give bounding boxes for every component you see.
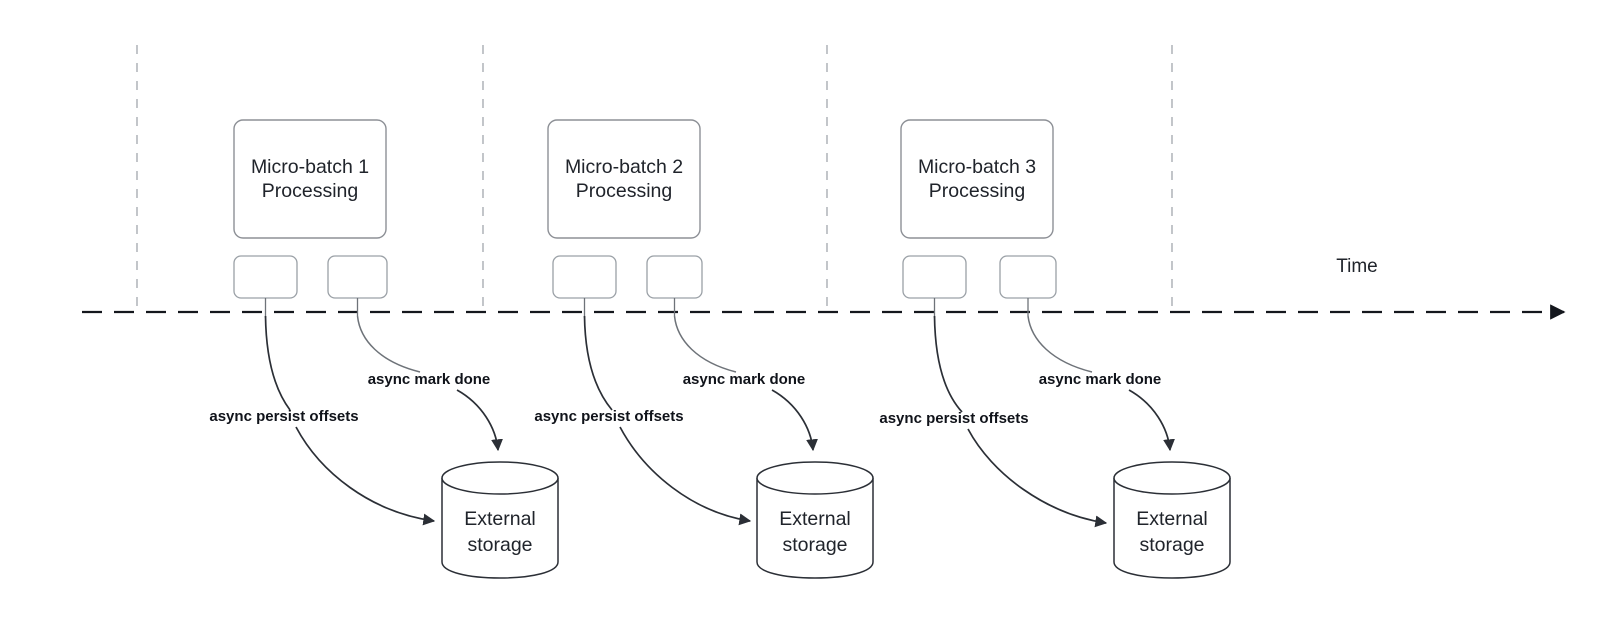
edge-persist-1-label: async persist offsets <box>209 408 358 425</box>
external-storage-3[interactable]: External storage <box>1113 461 1231 579</box>
edge-persist-3-label: async persist offsets <box>879 410 1028 427</box>
edge-persist-3-curve-lower <box>967 428 1108 528</box>
external-storage-1-top[interactable] <box>441 461 559 495</box>
micro-batch-3-box[interactable] <box>900 119 1054 239</box>
external-storage-2[interactable]: External storage <box>756 461 874 579</box>
micro-batch-1-node[interactable]: Micro-batch 1 Processing <box>233 119 387 239</box>
time-axis-label: Time <box>1336 256 1378 277</box>
edge-markdone-3-curve-lower <box>1128 389 1175 452</box>
external-storage-2-top[interactable] <box>756 461 874 495</box>
task-box-3b[interactable] <box>999 255 1057 299</box>
external-storage-3-label-line2: storage <box>1139 534 1204 556</box>
group-1: Micro-batch 1 Processing async persist o… <box>209 119 559 579</box>
edge-markdone-1-label: async mark done <box>368 371 491 388</box>
edge-markdone-2-curve-upper <box>673 315 737 373</box>
edge-persist-2-curve-lower <box>619 426 752 526</box>
external-storage-2-body[interactable] <box>756 478 874 579</box>
edge-markdone-1-curve-upper <box>356 315 421 373</box>
external-storage-3-body[interactable] <box>1113 478 1231 579</box>
time-axis: Time <box>82 256 1566 320</box>
edge-persist-1-curve-upper <box>264 315 291 411</box>
edge-persist-2-curve-upper <box>583 315 613 411</box>
edge-persist-1-curve-lower <box>295 426 436 526</box>
micro-batch-2-label-line1: Micro-batch 2 <box>565 156 683 178</box>
edge-markdone-1-curve-lower <box>456 389 503 452</box>
micro-batch-3-label-line2: Processing <box>929 180 1025 202</box>
task-box-1a[interactable] <box>233 255 298 299</box>
external-storage-3-top[interactable] <box>1113 461 1231 495</box>
external-storage-1-label-line1: External <box>464 508 536 530</box>
separator-lines <box>136 45 1173 312</box>
edge-markdone-3-curve-upper <box>1027 315 1093 373</box>
micro-batch-2-node[interactable]: Micro-batch 2 Processing <box>547 119 701 239</box>
micro-batch-1-box[interactable] <box>233 119 387 239</box>
micro-batch-2-box[interactable] <box>547 119 701 239</box>
external-storage-1-body[interactable] <box>441 478 559 579</box>
micro-batch-3-node[interactable]: Micro-batch 3 Processing <box>900 119 1054 239</box>
task-box-2a[interactable] <box>552 255 617 299</box>
external-storage-2-label-line2: storage <box>782 534 847 556</box>
edge-markdone-3-label: async mark done <box>1039 371 1162 388</box>
edge-persist-3-curve-upper <box>933 315 963 413</box>
micro-batch-1-label-line2: Processing <box>262 180 358 202</box>
group-2: Micro-batch 2 Processing async persist o… <box>534 119 874 579</box>
edge-markdone-2-curve-lower <box>771 389 818 452</box>
group-3: Micro-batch 3 Processing async persist o… <box>879 119 1231 579</box>
task-box-2b[interactable] <box>646 255 703 299</box>
external-storage-1[interactable]: External storage <box>441 461 559 579</box>
external-storage-3-label-line1: External <box>1136 508 1208 530</box>
micro-batch-2-label-line2: Processing <box>576 180 672 202</box>
task-box-3a[interactable] <box>902 255 967 299</box>
task-box-1b[interactable] <box>327 255 388 299</box>
micro-batch-1-label-line1: Micro-batch 1 <box>251 156 369 178</box>
edge-persist-2-label: async persist offsets <box>534 408 683 425</box>
edge-markdone-2-label: async mark done <box>683 371 806 388</box>
micro-batch-3-label-line1: Micro-batch 3 <box>918 156 1036 178</box>
external-storage-1-label-line2: storage <box>467 534 532 556</box>
external-storage-2-label-line1: External <box>779 508 851 530</box>
